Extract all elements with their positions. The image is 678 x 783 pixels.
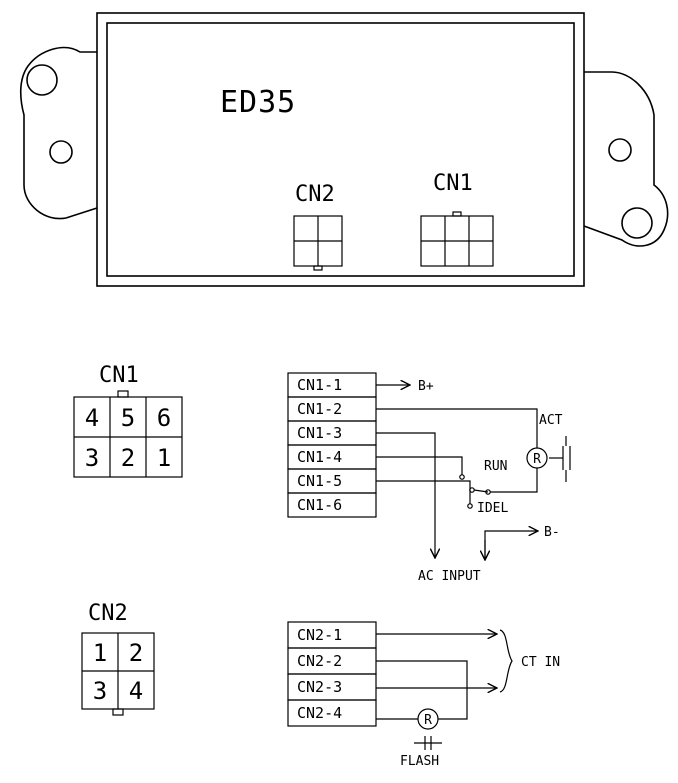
cn1-terminal-label: CN1-1: [297, 376, 342, 394]
cn1-terminal-label: CN1-4: [297, 448, 342, 466]
cn2-pin-label: 3: [93, 677, 107, 705]
right-flange: [583, 71, 669, 247]
cn2-terminal-label: CN2-2: [297, 652, 342, 670]
cn2-terminal-label: CN2-3: [297, 678, 342, 696]
cn1-pin-label: 3: [85, 444, 99, 472]
module-cn1-label: CN1: [433, 171, 473, 196]
cn2-terminal-block: CN2-1 CN2-2 CN2-3 CN2-4: [287, 621, 377, 727]
cn2-terminal-label: CN2-4: [297, 704, 342, 722]
cn1-pin-label: 2: [121, 444, 135, 472]
cn2-pin-label: 4: [129, 677, 143, 705]
b-plus-label: B+: [418, 379, 434, 394]
cn2-terminal-label: CN2-1: [297, 626, 342, 644]
left-mount-hole-top: [26, 64, 58, 96]
ct-in-label: CT IN: [521, 655, 560, 670]
housing-inner: [106, 22, 575, 277]
cn1-terminal-label: CN1-3: [297, 424, 342, 442]
b-minus-wire: [484, 531, 538, 558]
cn1-pinout: CN1 4 5 6 3 2 1: [73, 363, 183, 478]
ac-input-wire: [376, 432, 435, 558]
right-mount-hole-bottom: [621, 207, 653, 239]
act-label: ACT: [539, 413, 563, 428]
idel-label: IDEL: [477, 501, 508, 516]
cn2-pin-label: 1: [93, 639, 107, 667]
cn2-pin-label: 2: [129, 639, 143, 667]
act-wire: [376, 408, 538, 448]
housing-outer: [96, 12, 585, 287]
cn1-terminal-block: CN1-1 CN1-2 CN1-3 CN1-4 CN1-5 CN1-6: [287, 372, 377, 518]
b-minus-label: B-: [544, 525, 560, 540]
module-cn2-label: CN2: [295, 182, 335, 207]
cn2-pinout-title: CN2: [88, 601, 128, 626]
cn1-pinout-title: CN1: [99, 363, 139, 388]
flash-relay-letter: R: [424, 713, 432, 728]
ct-in-brace: [499, 629, 513, 693]
cn1-terminal-label: CN1-5: [297, 472, 342, 490]
module-cn2-connector: [293, 215, 343, 271]
flash-label: FLASH: [400, 754, 439, 769]
flash-relay-symbol: [417, 708, 439, 730]
module-cn1-connector: [420, 211, 494, 267]
cn1-pin-label: 5: [121, 404, 135, 432]
run-label: RUN: [484, 459, 507, 474]
cn1-pin-label: 1: [157, 444, 171, 472]
right-mount-hole: [608, 138, 632, 162]
act-relay-letter: R: [533, 452, 541, 467]
left-flange: [19, 46, 98, 220]
cn1-pin-label: 4: [85, 404, 99, 432]
cn1-pin-label: 6: [157, 404, 171, 432]
cn2-pinout: CN2 1 2 3 4: [81, 601, 155, 716]
cn1-terminal-label: CN1-6: [297, 496, 342, 514]
left-mount-hole: [49, 140, 73, 164]
cn1-terminal-label: CN1-2: [297, 400, 342, 418]
cn2-wiring: CT IN R FLASH: [376, 630, 560, 769]
cn1-wiring: B+ ACT R RUN IDEL B- AC INPUT: [376, 379, 571, 584]
module-title: ED35: [220, 85, 296, 120]
ac-input-label: AC INPUT: [418, 569, 481, 584]
module-housing: ED35 CN2 CN1: [19, 12, 669, 287]
